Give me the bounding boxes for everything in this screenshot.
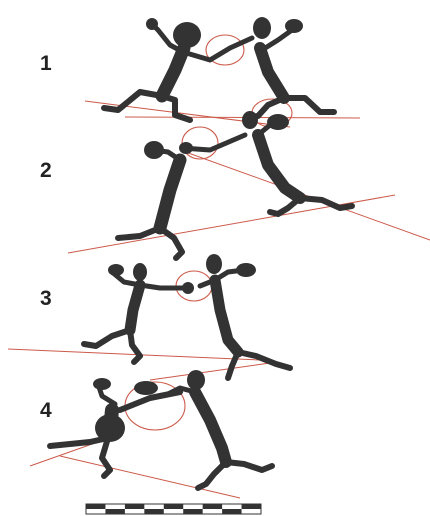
- scale-bar-segment: [144, 509, 163, 514]
- figure-pair-1: [104, 17, 334, 120]
- scale-bar-segment: [203, 504, 222, 509]
- scale-bar-segment: [86, 504, 105, 509]
- human-figure: [50, 378, 180, 476]
- human-figure: [84, 263, 194, 362]
- scale-bar-segment: [164, 504, 183, 509]
- figures: [50, 17, 352, 488]
- scale-bar-segment: [242, 504, 261, 509]
- human-figure: [242, 111, 352, 214]
- scale-bar-segment: [105, 509, 124, 514]
- guide-line: [150, 363, 270, 380]
- human-figure: [104, 18, 252, 120]
- scale-bar-segment: [222, 509, 241, 514]
- figure-pair-4: [50, 370, 272, 488]
- scale-bar: [86, 504, 261, 514]
- scale-bar-segment: [183, 509, 202, 514]
- scale-bar-segment: [125, 504, 144, 509]
- guide-line: [68, 195, 395, 253]
- figure-pair-2: [118, 111, 352, 258]
- human-figure: [168, 370, 272, 488]
- human-figure: [118, 135, 245, 258]
